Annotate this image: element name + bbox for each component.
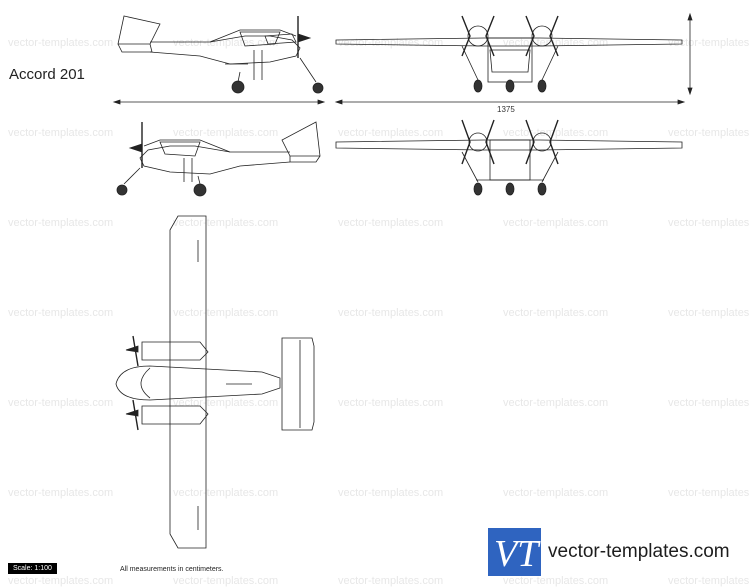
watermark-text: vector-templates.com [338, 307, 443, 319]
dimension-line-side [112, 99, 326, 105]
logo-wordmark: vector-templates.com [548, 541, 730, 562]
measurement-note: All measurements in centimeters. [120, 566, 224, 573]
watermark-text: vector-templates.com [668, 575, 750, 587]
aircraft-title: Accord 201 [9, 66, 85, 83]
watermark-text: vector-templates.com [173, 217, 278, 229]
watermark-text: vector-templates.com [668, 127, 750, 139]
watermark-text: vector-templates.com [173, 307, 278, 319]
watermark-text: vector-templates.com [8, 217, 113, 229]
watermark-text: vector-templates.com [668, 397, 750, 409]
watermark-text: vector-templates.com [8, 487, 113, 499]
watermark-text: vector-templates.com [338, 575, 443, 587]
watermark-text: vector-templates.com [8, 307, 113, 319]
top-view [115, 215, 315, 549]
watermark-text: vector-templates.com [338, 487, 443, 499]
watermark-text: vector-templates.com [503, 397, 608, 409]
watermark-text: vector-templates.com [8, 127, 113, 139]
watermark-text: vector-templates.com [173, 575, 278, 587]
rear-view [335, 119, 683, 196]
watermark-text: vector-templates.com [503, 575, 608, 587]
span-dimension-label: 1375 [497, 105, 515, 114]
logo-mark-text: VT [494, 533, 541, 575]
watermark-text: vector-templates.com [173, 487, 278, 499]
watermark-text: vector-templates.com [338, 127, 443, 139]
vt-logo-icon: VT [494, 533, 541, 575]
side-view-left [116, 121, 321, 197]
front-view [335, 12, 693, 96]
watermark-text: vector-templates.com [338, 217, 443, 229]
watermark-text: vector-templates.com [8, 397, 113, 409]
watermark-text: vector-templates.com [503, 217, 608, 229]
watermark-text: vector-templates.com [173, 37, 278, 49]
watermark-text: vector-templates.com [338, 397, 443, 409]
watermark-text: vector-templates.com [503, 307, 608, 319]
scale-badge: Scale: 1:100 [8, 563, 57, 574]
side-view-right [117, 15, 324, 94]
watermark-text: vector-templates.com [668, 487, 750, 499]
dimension-line-front [334, 99, 686, 105]
watermark-text: vector-templates.com [668, 217, 750, 229]
watermark-text: vector-templates.com [503, 487, 608, 499]
watermark-text: vector-templates.com [8, 37, 113, 49]
watermark-text: vector-templates.com [668, 37, 750, 49]
vector-templates-logo: VT [488, 528, 541, 576]
watermark-text: vector-templates.com [173, 127, 278, 139]
watermark-text: vector-templates.com [8, 575, 113, 587]
watermark-text: vector-templates.com [668, 307, 750, 319]
